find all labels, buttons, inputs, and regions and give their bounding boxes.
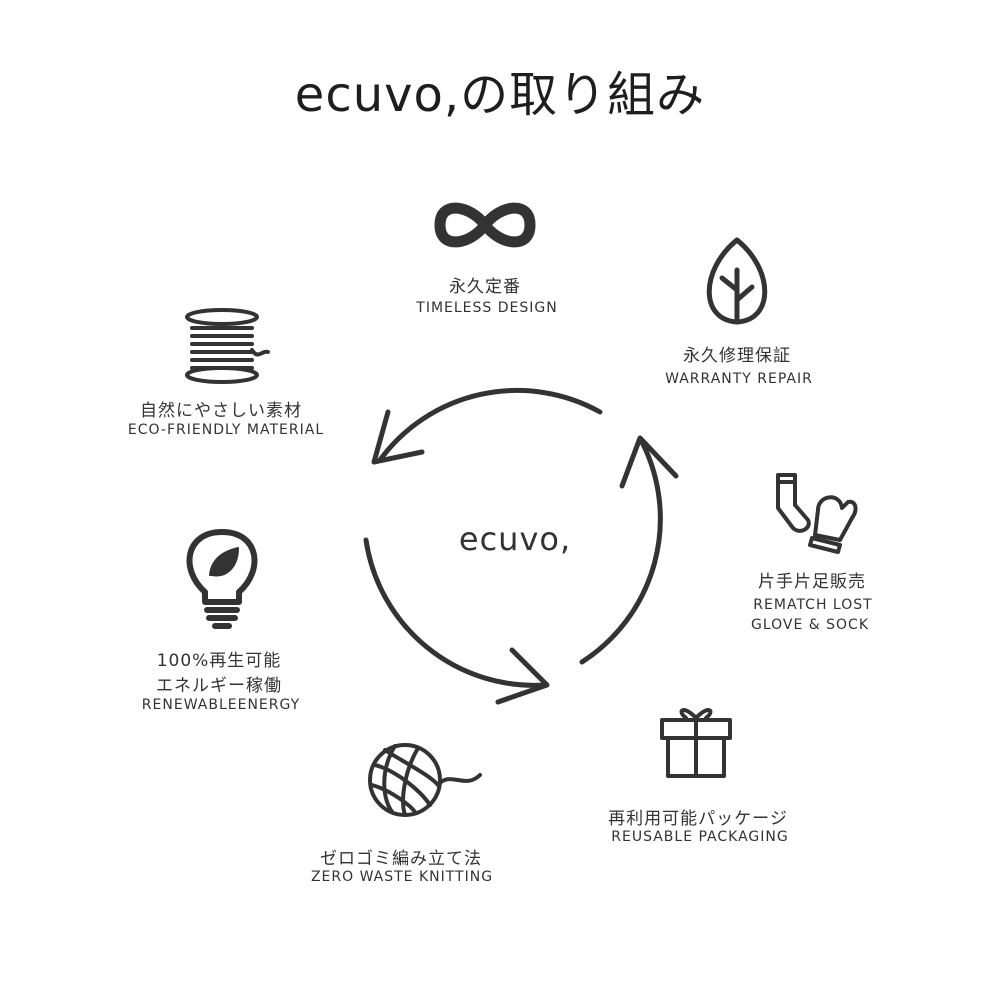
item-label-en: RENEWABLEENERGY bbox=[141, 697, 301, 713]
infinity-icon bbox=[434, 202, 536, 248]
item-label-en: ZERO WASTE KNITTING bbox=[310, 869, 494, 885]
center-logo: ecuvo, bbox=[458, 520, 572, 558]
item-label-jp: 再利用可能パッケージ bbox=[608, 809, 788, 829]
cycle-arrow-top bbox=[377, 387, 603, 463]
item-label-jp: 永久定番 bbox=[449, 277, 521, 297]
item-label-en: ECO-FRIENDLY MATERIAL bbox=[127, 422, 325, 438]
item-label-jp: ゼロゴミ編み立て法 bbox=[320, 849, 482, 869]
item-label-jp: 自然にやさしい素材 bbox=[140, 401, 302, 421]
yarn-ball-icon bbox=[368, 743, 482, 817]
item-label-en: WARRANTY REPAIR bbox=[665, 371, 813, 387]
leaf-icon bbox=[706, 237, 768, 325]
cycle-arrow-bottom-left bbox=[363, 537, 548, 688]
item-label-jp: 100%再生可能 bbox=[156, 651, 282, 671]
item-label-jp-2: エネルギー稼働 bbox=[156, 676, 282, 696]
item-label-en: REUSABLE PACKAGING bbox=[611, 829, 789, 845]
cycle-arrow-right bbox=[579, 439, 663, 665]
item-label-jp: 永久修理保証 bbox=[683, 346, 791, 366]
cycle-arrowhead-top bbox=[371, 409, 425, 465]
item-label-jp: 片手片足販売 bbox=[758, 572, 866, 592]
socks-mitten-icon bbox=[776, 473, 858, 554]
page-title: ecuvo,の取り組み bbox=[294, 67, 706, 123]
thread-spool-icon bbox=[185, 308, 270, 384]
item-label-en: REMATCH LOST bbox=[753, 597, 873, 613]
item-label-en: TIMELESS DESIGN bbox=[416, 300, 558, 316]
item-label-en-2: GLOVE & SOCK bbox=[750, 617, 870, 633]
cycle-arrowhead-bottom-left bbox=[495, 647, 550, 705]
cycle-arrowhead-right bbox=[619, 435, 679, 489]
gift-icon bbox=[660, 708, 732, 778]
lightbulb-leaf-icon bbox=[186, 529, 258, 629]
